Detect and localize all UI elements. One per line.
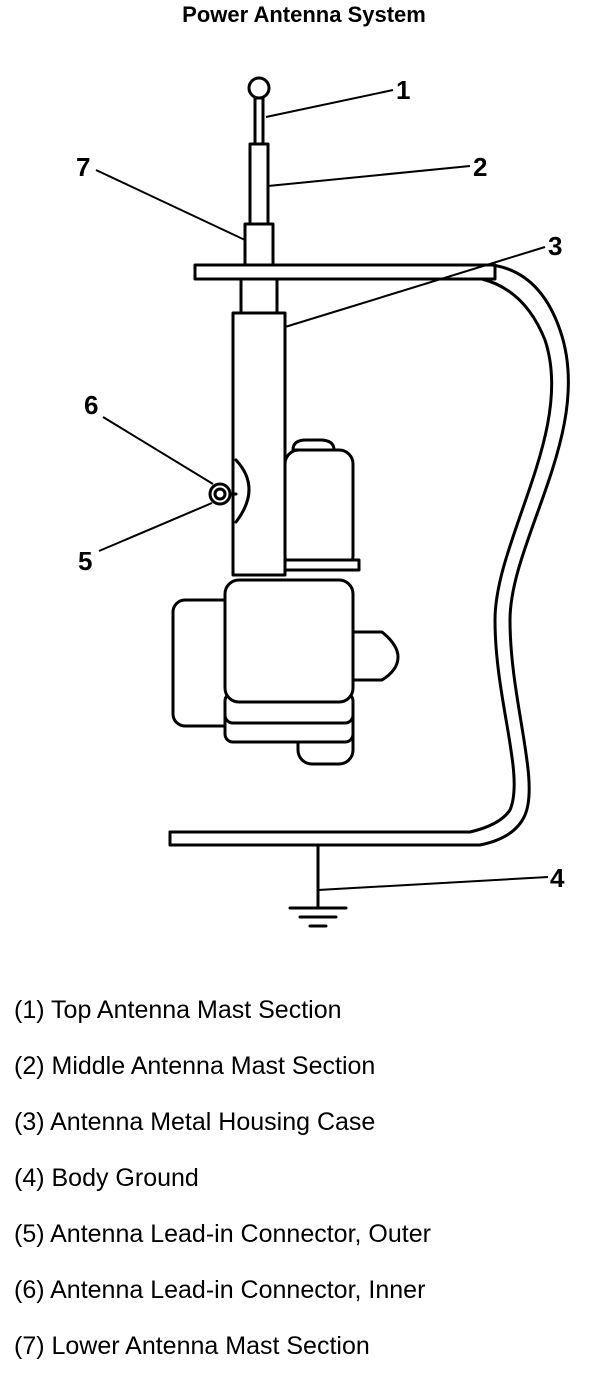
callout-4: 4 <box>550 863 565 893</box>
connector-bulge <box>234 458 251 524</box>
housing-neck <box>239 277 279 315</box>
ground-symbol-icon <box>288 843 348 928</box>
legend-item: (4) Body Ground <box>14 1164 199 1192</box>
middle-mast-section <box>248 142 270 226</box>
gearbox-nub <box>348 630 400 682</box>
diagram-title: Power Antenna System <box>182 2 426 27</box>
callout-1: 1 <box>396 75 410 105</box>
antenna-diagram: 1 2 3 4 5 6 7 <box>76 75 570 928</box>
legend-item: (1) Top Antenna Mast Section <box>14 996 342 1024</box>
callout-3: 3 <box>548 231 562 261</box>
leader-1 <box>265 89 394 118</box>
mounting-plate <box>193 263 497 281</box>
legend-item: (5) Antenna Lead-in Connector, Outer <box>14 1220 431 1248</box>
mast-top-ball <box>247 76 271 100</box>
gearbox-main <box>223 578 355 704</box>
legend-item: (2) Middle Antenna Mast Section <box>14 1052 376 1080</box>
leader-7 <box>95 169 246 241</box>
lower-mast-section <box>243 222 275 268</box>
lead-in-connector-outer <box>208 482 232 506</box>
leader-4 <box>317 876 549 891</box>
legend-item: (3) Antenna Metal Housing Case <box>14 1108 376 1136</box>
motor-upper-body <box>283 448 355 572</box>
legend-list: (1) Top Antenna Mast Section (2) Middle … <box>14 996 431 1388</box>
legend-item: (7) Lower Antenna Mast Section <box>14 1332 370 1360</box>
motor-cap <box>291 438 336 452</box>
leader-2 <box>267 165 471 187</box>
callout-2: 2 <box>473 152 487 182</box>
leader-6 <box>102 416 214 485</box>
callout-6: 6 <box>84 390 98 420</box>
lead-in-connector-inner <box>213 487 227 501</box>
top-mast-section <box>253 96 265 146</box>
callout-5: 5 <box>78 546 92 576</box>
leader-3 <box>284 246 546 328</box>
ground-strap-inner <box>168 277 554 834</box>
callout-7: 7 <box>76 152 90 182</box>
leader-5 <box>98 502 213 552</box>
ground-strap-outer <box>168 263 570 847</box>
legend-item: (6) Antenna Lead-in Connector, Inner <box>14 1276 426 1304</box>
metal-housing-case <box>231 311 287 577</box>
